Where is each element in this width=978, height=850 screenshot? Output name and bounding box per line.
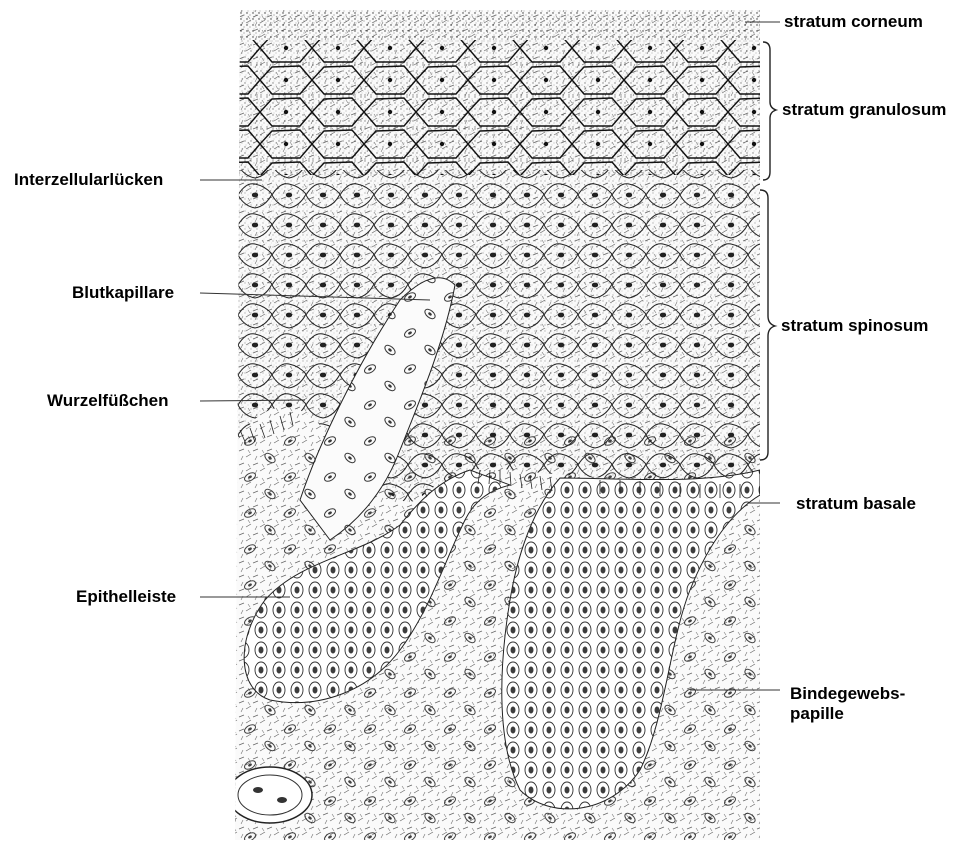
blood-vessel-section <box>228 767 312 823</box>
epidermis-granulosum <box>235 40 765 175</box>
label-blutkapillare: Blutkapillare <box>72 283 174 303</box>
label-stratum-basale: stratum basale <box>796 494 916 514</box>
label-wurzelfuesschen: Wurzelfüßchen <box>47 391 169 411</box>
label-bindegewebspapille-line1: Bindegewebs- <box>790 684 905 704</box>
label-bindegewebspapille: Bindegewebs- papille <box>790 684 905 724</box>
label-bindegewebspapille-line2: papille <box>790 704 905 724</box>
tissue-section <box>228 10 770 850</box>
label-stratum-granulosum: stratum granulosum <box>782 100 946 120</box>
label-epithelleiste: Epithelleiste <box>76 587 176 607</box>
label-stratum-spinosum: stratum spinosum <box>781 316 928 336</box>
epidermis-corneum <box>235 10 765 42</box>
layer-brackets <box>760 42 776 460</box>
label-interzellularluecken: Interzellularlücken <box>14 170 163 190</box>
label-stratum-corneum: stratum corneum <box>784 12 923 32</box>
